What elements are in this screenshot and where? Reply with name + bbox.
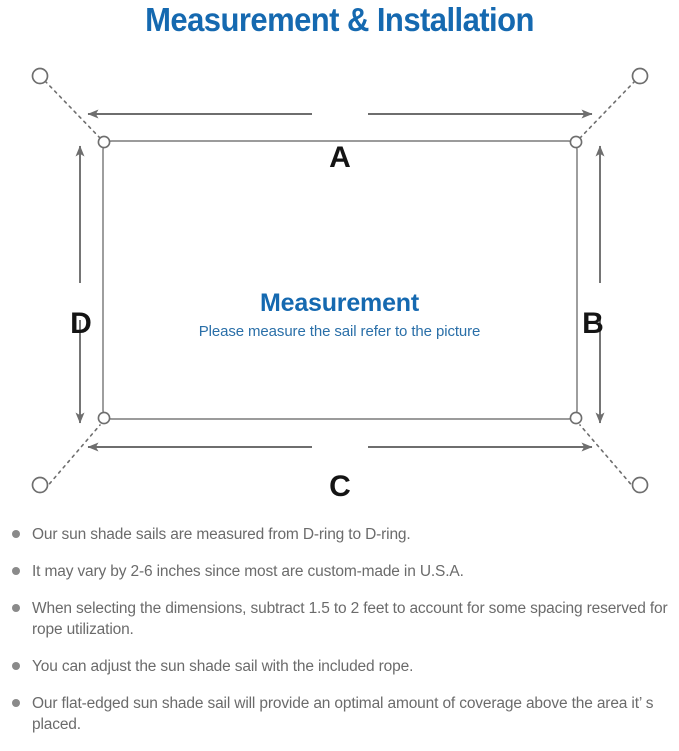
d-rings <box>97 135 583 425</box>
anchor-point-circle-top-right <box>631 67 649 85</box>
sail-diagram-svg <box>31 67 649 494</box>
list-item: Our sun shade sails are measured from D-… <box>0 524 679 545</box>
d-ring-top-left <box>97 135 111 149</box>
bullet-icon <box>12 530 20 538</box>
d-ring-bottom-left <box>97 411 111 425</box>
anchor-points <box>31 67 649 494</box>
note-text: It may vary by 2-6 inches since most are… <box>32 563 464 580</box>
list-item: You can adjust the sun shade sail with t… <box>0 656 679 677</box>
list-item: When selecting the dimensions, subtract … <box>0 598 679 640</box>
note-text: You can adjust the sun shade sail with t… <box>32 658 414 675</box>
note-text: Our flat-edged sun shade sail will provi… <box>32 695 654 733</box>
page-title: Measurement & Installation <box>145 1 534 38</box>
rope-line-top-left <box>44 80 101 139</box>
list-item: Our flat-edged sun shade sail will provi… <box>0 693 679 735</box>
measurement-diagram: Measurement Please measure the sail refe… <box>0 48 679 513</box>
rope-lines <box>44 80 636 490</box>
anchor-point-circle-top-left <box>31 67 49 85</box>
dimension-label-d: D <box>70 307 92 340</box>
bullet-icon <box>12 699 20 707</box>
note-text: Our sun shade sails are measured from D-… <box>32 526 411 543</box>
bullet-icon <box>12 604 20 612</box>
bullet-icon <box>12 567 20 575</box>
dimension-label-a: A <box>329 141 351 174</box>
bullet-icon <box>12 662 20 670</box>
shade-sail-body <box>102 140 578 420</box>
anchor-point-circle-bottom-right <box>631 476 649 494</box>
notes-list: Our sun shade sails are measured from D-… <box>0 524 679 751</box>
d-ring-bottom-right <box>569 411 583 425</box>
dimension-label-c: C <box>329 470 351 503</box>
rope-line-bottom-right <box>579 424 636 490</box>
rope-line-top-right <box>579 80 636 139</box>
list-item: It may vary by 2-6 inches since most are… <box>0 561 679 582</box>
note-text: When selecting the dimensions, subtract … <box>32 600 668 638</box>
dimension-label-b: B <box>582 307 604 340</box>
d-ring-top-right <box>569 135 583 149</box>
anchor-point-circle-bottom-left <box>31 476 49 494</box>
rope-line-bottom-left <box>44 424 101 490</box>
